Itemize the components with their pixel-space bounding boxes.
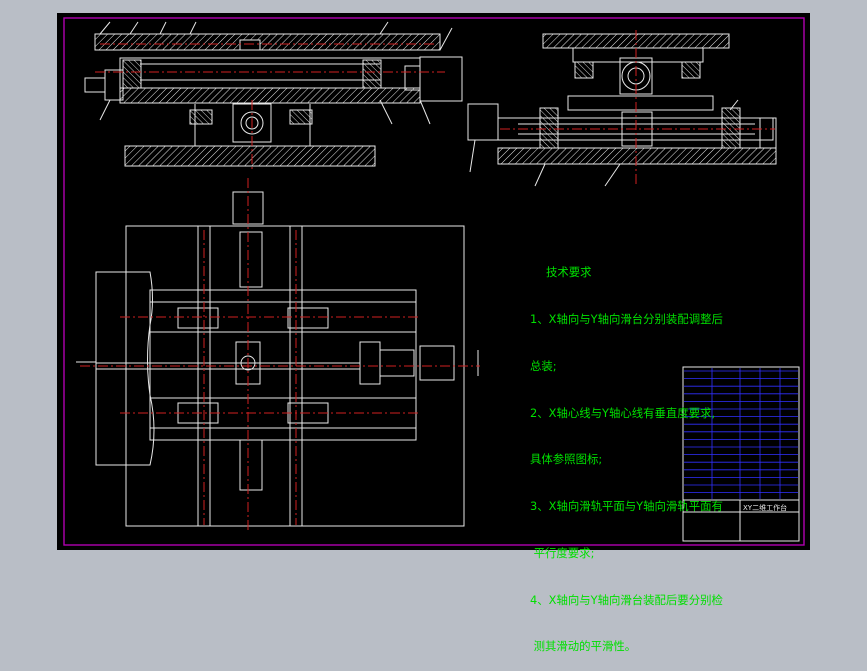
plan-view-centerlines bbox=[80, 178, 480, 530]
plan-view bbox=[76, 191, 479, 527]
cad-drawing-canvas[interactable]: XY二维工作台 bbox=[0, 0, 867, 562]
technical-requirements: 技术要求 1、X轴向与Y轴向滑台分别装配调整后 总装; 2、X轴心线与Y轴心线有… bbox=[530, 234, 770, 671]
technical-requirement-line: 具体参照图标; bbox=[530, 452, 603, 467]
technical-requirement-line: 平行度要求; bbox=[530, 545, 595, 560]
technical-requirement-line: 4、X轴向与Y轴向滑台装配后要分别检 bbox=[530, 592, 723, 607]
drawing-frame bbox=[63, 17, 805, 546]
front-view-centerlines bbox=[95, 43, 445, 170]
technical-requirement-line: 测其滑动的平滑性。 bbox=[530, 639, 637, 654]
title-block-name: XY二维工作台 bbox=[743, 503, 787, 512]
technical-requirement-line: 3、X轴向滑轨平面与Y轴向滑轨平面有 bbox=[530, 499, 723, 514]
title-block: XY二维工作台 bbox=[682, 366, 800, 542]
technical-requirements-title: 技术要求 bbox=[546, 265, 592, 280]
technical-requirement-line: 2、X轴心线与Y轴心线有垂直度要求, bbox=[530, 405, 716, 420]
front-view bbox=[84, 21, 463, 167]
technical-requirement-line: 总装; bbox=[530, 358, 557, 373]
technical-requirement-line: 1、X轴向与Y轴向滑台分别装配调整后 bbox=[530, 311, 723, 326]
side-view-centerlines bbox=[500, 30, 775, 185]
cad-viewer: XY二维工作台 技术要求 1、X轴向与Y轴向滑台分别装配调整后 总装; 2、X轴… bbox=[0, 0, 867, 653]
